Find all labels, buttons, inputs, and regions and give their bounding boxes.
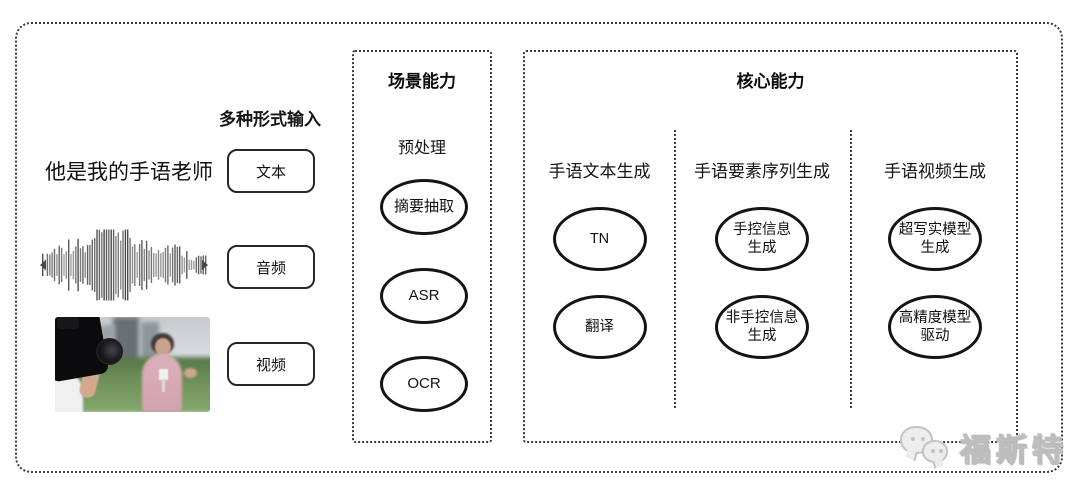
input-type-video-label: 视频 bbox=[255, 356, 286, 374]
wechat-icon bbox=[898, 422, 954, 472]
scene-capability-box: 场景能力 预处理 摘要抽取 ASR OCR bbox=[352, 50, 492, 443]
core-capability-title: 核心能力 bbox=[736, 72, 805, 91]
column-header: 手语文本生成 bbox=[548, 162, 651, 181]
node-label-line2: 生成 bbox=[747, 328, 777, 344]
node-ocr: OCR bbox=[380, 356, 468, 412]
input-section-heading: 多种形式输入 bbox=[219, 110, 321, 129]
node-asr: ASR bbox=[380, 268, 468, 324]
node-label-line1: 超写实模型 bbox=[898, 221, 972, 238]
node-label-line2: 生成 bbox=[747, 240, 777, 256]
column-divider bbox=[850, 130, 852, 408]
node-label: 翻译 bbox=[585, 318, 614, 335]
node-summary-extraction: 摘要抽取 bbox=[380, 179, 468, 235]
column-sign-text-generation: 手语文本生成 TN 翻译 bbox=[525, 52, 674, 441]
node-hyperrealistic-model-generation: 超写实模型 生成 bbox=[888, 207, 982, 271]
node-label: 摘要抽取 bbox=[393, 197, 454, 215]
photo-microphone bbox=[159, 369, 168, 392]
node-label-line1: 非手控信息 bbox=[725, 309, 799, 326]
column-divider bbox=[674, 130, 676, 408]
core-capability-box: 核心能力 手语文本生成 TN 翻译 手语要素序列生成 手控信息 生成 非手控信息… bbox=[523, 50, 1018, 443]
preprocess-label: 预处理 bbox=[397, 140, 446, 157]
photo-reporter-head bbox=[155, 338, 171, 356]
audio-waveform-icon bbox=[40, 228, 208, 302]
input-type-audio-box: 音频 bbox=[227, 245, 315, 289]
input-type-text-label: 文本 bbox=[255, 163, 286, 181]
node-label: ASR bbox=[408, 286, 440, 304]
input-type-audio-label: 音频 bbox=[255, 259, 286, 277]
input-type-text-box: 文本 bbox=[227, 149, 315, 193]
node-manual-info-generation: 手控信息 生成 bbox=[715, 207, 809, 271]
scene-capability-title: 场景能力 bbox=[388, 72, 456, 91]
photo-camera-top bbox=[57, 317, 79, 329]
column-sign-video-generation: 手语视频生成 超写实模型 生成 高精度模型 驱动 bbox=[850, 52, 1020, 441]
watermark: 福斯特 bbox=[898, 420, 1068, 474]
watermark-text: 福斯特 bbox=[959, 432, 1068, 468]
node-label: OCR bbox=[407, 374, 441, 392]
column-header: 手语要素序列生成 bbox=[694, 162, 830, 181]
node-label-line1: 高精度模型 bbox=[898, 309, 972, 326]
outer-dotted-frame bbox=[15, 22, 1063, 473]
node-label-line1: 手控信息 bbox=[733, 221, 791, 238]
node-high-precision-model-driving: 高精度模型 驱动 bbox=[888, 295, 982, 359]
node-translation: 翻译 bbox=[552, 295, 647, 359]
column-header: 手语视频生成 bbox=[884, 162, 986, 181]
wechat-bubble-small bbox=[922, 440, 948, 463]
node-tn: TN bbox=[552, 207, 647, 271]
input-type-video-box: 视频 bbox=[227, 342, 315, 386]
node-label-line2: 驱动 bbox=[920, 328, 950, 344]
photo-camera-lens bbox=[96, 338, 123, 365]
sample-input-text: 他是我的手语老师 bbox=[45, 161, 213, 184]
column-sign-element-sequence-generation: 手语要素序列生成 手控信息 生成 非手控信息 生成 bbox=[674, 52, 850, 441]
node-label-line2: 生成 bbox=[920, 240, 950, 256]
node-label: TN bbox=[589, 230, 610, 247]
photo-reporter-hand bbox=[184, 368, 197, 378]
node-non-manual-info-generation: 非手控信息 生成 bbox=[715, 295, 809, 359]
camera-filming-reporter-photo bbox=[55, 317, 210, 412]
